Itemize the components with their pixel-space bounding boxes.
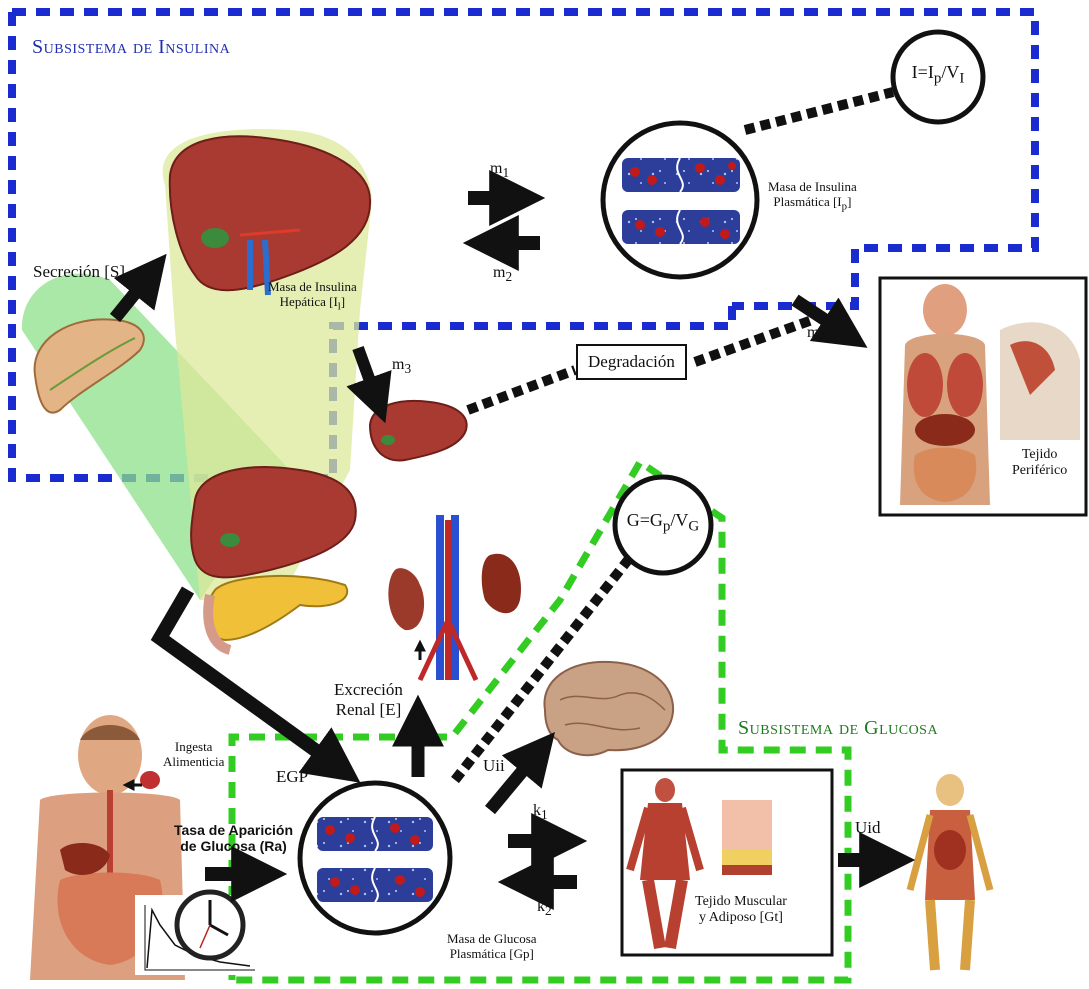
plasma-insulin-mass-label: Masa de Insulina Plasmática [Ip] — [768, 180, 857, 213]
muscle-adipose-label: Tejido Muscular y Adiposo [Gt] — [695, 894, 787, 926]
liver-pancreas-illustration — [191, 467, 356, 650]
egp-label: EGP — [276, 767, 308, 787]
insulin-subsystem-title: Subsistema de Insulina — [32, 36, 230, 59]
uii-label: Uii — [483, 756, 505, 776]
m3-label: m3 — [392, 356, 411, 377]
m4-label: m4 — [807, 324, 826, 345]
hepatic-insulin-mass-label: Masa de Insulina Hepática [Il] — [268, 280, 357, 313]
m1-label: m1 — [490, 160, 509, 181]
clock-illustration — [177, 892, 243, 958]
insulin-concentration-link — [745, 92, 893, 130]
renal-excretion-label: Excreción Renal [E] — [334, 680, 403, 719]
liver-illustration-small — [370, 401, 467, 461]
brain-illustration — [544, 662, 673, 755]
k2-label: k2 — [537, 898, 552, 919]
adipose-illustration — [722, 800, 772, 875]
glucose-concentration-formula: G=Gp/VG — [615, 510, 711, 536]
kidney-illustration — [388, 515, 521, 680]
uid-label: Uid — [855, 818, 881, 838]
degradation-link-right — [695, 320, 812, 362]
m2-label: m2 — [493, 264, 512, 285]
food-intake-label: Ingesta Alimenticia — [163, 740, 224, 770]
m3-arrow — [358, 348, 378, 403]
plasma-glucose-mass-label: Masa de Glucosa Plasmática [Gp] — [447, 932, 537, 962]
degradation-link-left — [468, 370, 575, 410]
peripheral-tissue-label: Tejido Periférico — [1012, 447, 1067, 479]
degradation-box: Degradación — [576, 344, 687, 380]
glucose-plasma-circle — [300, 783, 450, 933]
secretion-label: Secreción [S] — [33, 262, 125, 282]
k1-label: k1 — [533, 802, 548, 823]
body-illustration — [910, 774, 990, 970]
insulin-plasma-circle — [603, 123, 757, 277]
insulin-concentration-formula: I=Ip/VI — [900, 62, 976, 88]
ra-label: Tasa de Aparición de Glucosa (Ra) — [174, 822, 293, 854]
glucose-subsystem-title: Subsistema de Glucosa — [738, 717, 938, 740]
